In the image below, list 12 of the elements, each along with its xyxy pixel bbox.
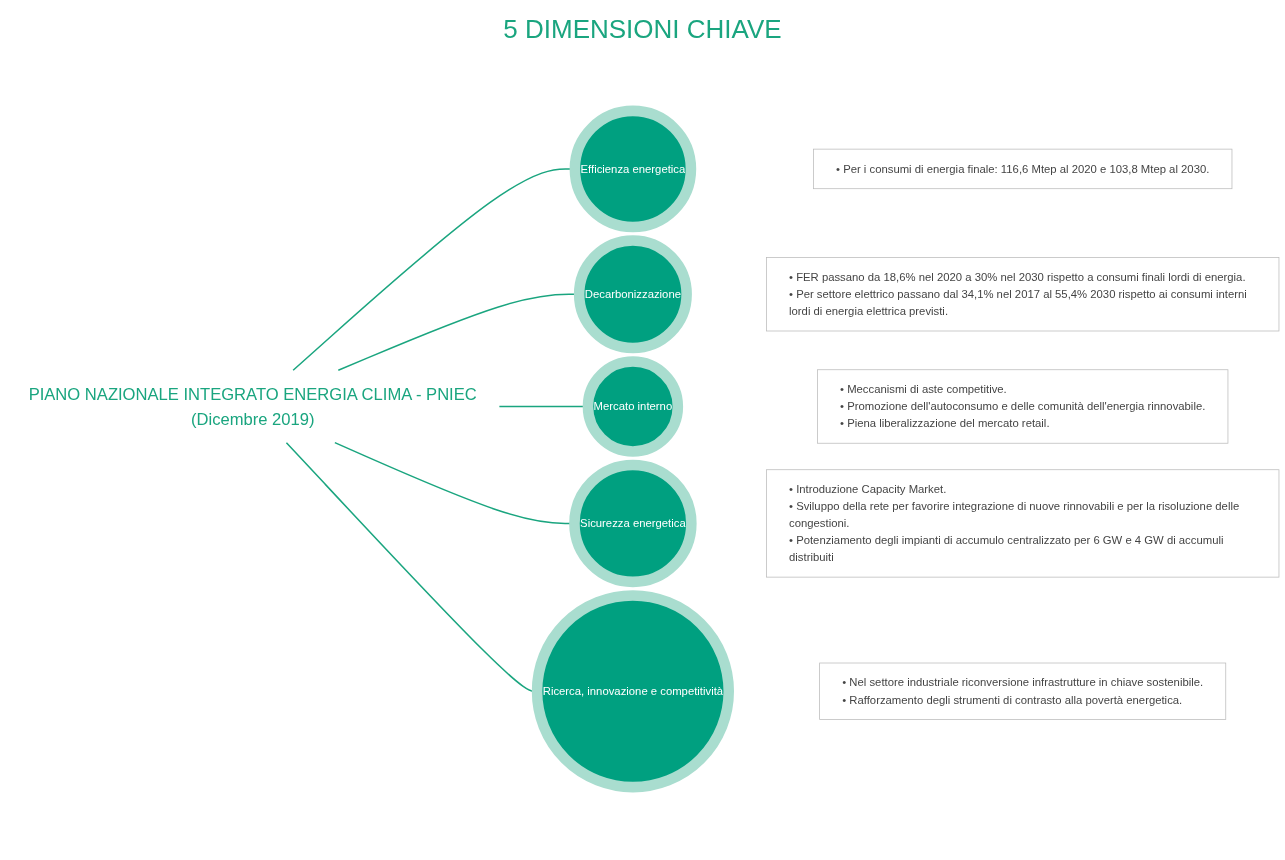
node-circle: Mercato interno bbox=[582, 356, 684, 457]
node-box: • FER passano da 18,6% nel 2020 a 30% nel 2030 rispetto a consumi finali lordi di energia. • Per settore elettrico passano dal 34,1% nel 2017 al 55,4% 2030 rispetto ai consumi interni lordi di energia elettrica previsti. bbox=[766, 257, 1280, 332]
node-circle: Ricerca, innovazione e competitività bbox=[531, 590, 734, 793]
node-circle: Sicurezza energetica bbox=[569, 459, 697, 588]
node-box: • Per i consumi di energia finale: 116,6 Mtep al 2020 e 103,8 Mtep al 2030. bbox=[813, 148, 1233, 190]
node-circle: Decarbonizzazione bbox=[573, 235, 692, 354]
node-box: • Meccanismi di aste competitive. • Promozione dell'autoconsumo e delle comunità dell'energia rinnovabile. • Piena liberalizzazione del mercato retail. bbox=[817, 369, 1229, 444]
node-text: PIANO NAZIONALE INTEGRATO ENERGIA CLIMA - PNIEC (Dicembre 2019) bbox=[28, 384, 477, 429]
title: 5 DIMENSIONI CHIAVE bbox=[502, 14, 783, 45]
node-circle: Efficienza energetica bbox=[569, 105, 697, 233]
node-box: • Nel settore industriale riconversione infrastrutture in chiave sostenibile. • Rafforzamento degli strumenti di contrasto alla povertà energetica. bbox=[819, 662, 1227, 720]
node-box: • Introduzione Capacity Market. • Sviluppo della rete per favorire integrazione di nuove rinnovabili e per la risoluzione delle congestioni. • Potenziamento degli impianti di accumulo centralizzato per 6 GW e 4 GW di accumuli distribuiti bbox=[766, 469, 1280, 578]
